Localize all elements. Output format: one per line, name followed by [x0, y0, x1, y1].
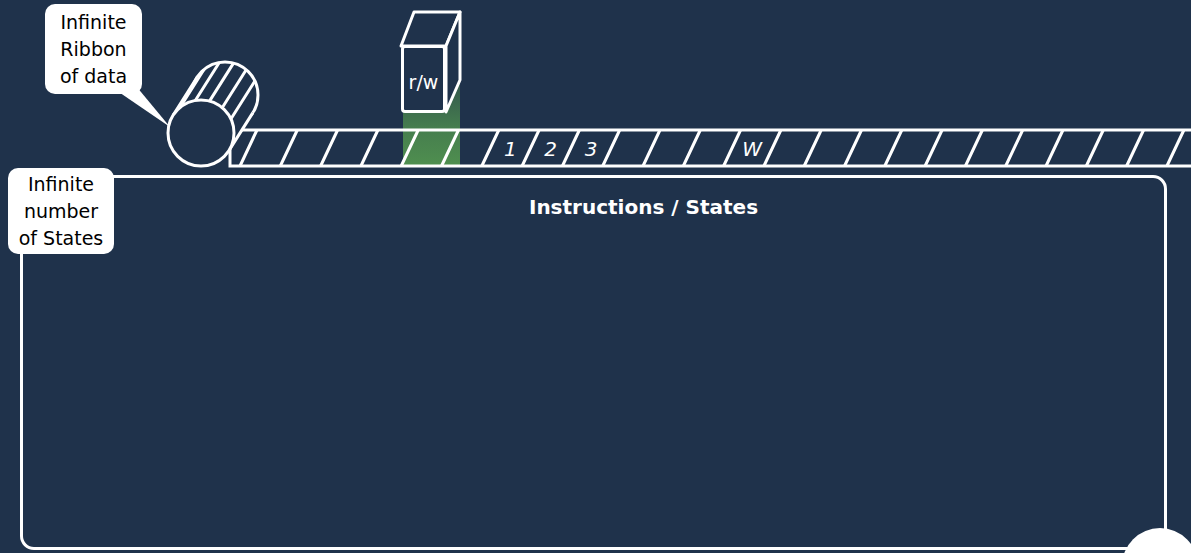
head-side-face [446, 12, 460, 112]
callout-text: Infinite Ribbon of data [49, 9, 138, 90]
tape-symbol: 2 [544, 137, 557, 161]
tape-cell-dividers [240, 130, 1184, 166]
states-frame: Instructions / States [20, 175, 1167, 550]
roll-front [168, 100, 234, 166]
tape-symbol: 1 [504, 137, 517, 161]
frame-title: Instructions / States [23, 195, 1164, 219]
callout-box: Infinite number of States [8, 168, 114, 254]
read-write-head: r/w [401, 45, 446, 113]
tape-symbol: 3 [585, 137, 598, 161]
head-label: r/w [409, 71, 439, 93]
tape-strip [230, 130, 1191, 166]
callout-text: Infinite number of States [12, 171, 110, 252]
callout-box: Infinite Ribbon of data [45, 4, 142, 94]
tape-symbol: W [742, 137, 762, 161]
